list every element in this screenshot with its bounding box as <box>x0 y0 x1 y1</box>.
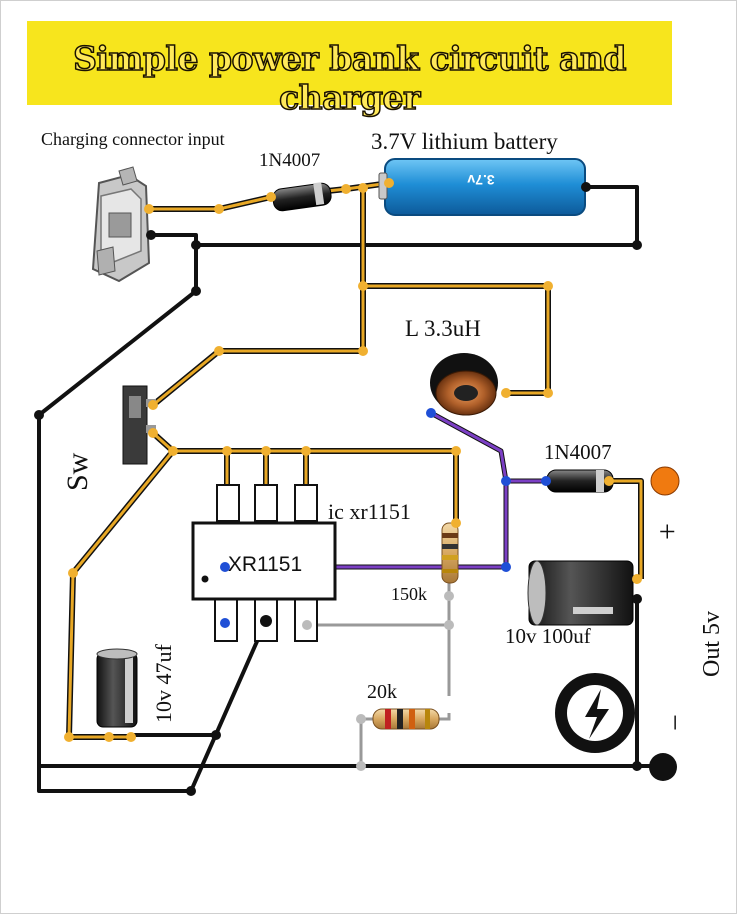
label-inductor: L 3.3uH <box>405 316 481 341</box>
gray-junctions <box>302 591 454 771</box>
battery-print: 3.7v <box>467 172 494 188</box>
diode-1n4007-top <box>272 182 332 212</box>
label-cap-right: 10v 100uf <box>505 624 591 648</box>
usb-connector <box>91 166 151 283</box>
ic-marking: XR1151 <box>228 553 302 576</box>
feedback-wires <box>307 581 451 766</box>
label-switch: Sw <box>61 452 94 491</box>
output-plus-terminal <box>650 466 680 496</box>
label-r20k: 20k <box>367 681 397 703</box>
yellow-junctions <box>64 178 642 742</box>
resistor-150k <box>441 522 459 584</box>
label-ic: ic xr1151 <box>328 499 411 524</box>
capacitor-100uf <box>527 560 634 626</box>
label-r150k: 150k <box>391 584 427 604</box>
label-diode-top: 1N4007 <box>259 150 320 171</box>
title-banner: Simple power bank circuit and charger <box>27 21 672 118</box>
capacitor-47uf <box>96 648 138 728</box>
brand-logo <box>555 673 635 753</box>
ground-wires <box>37 185 661 793</box>
blue-junctions <box>220 408 551 628</box>
output-minus-terminal <box>649 753 677 781</box>
black-junctions <box>34 182 642 796</box>
diagram-title: Simple power bank circuit and charger <box>72 38 627 118</box>
diode-1n4007-right <box>546 469 614 493</box>
label-battery: 3.7V lithium battery <box>371 129 558 154</box>
label-plus: + <box>651 523 684 540</box>
ic-xr1151: XR1151 <box>191 484 337 642</box>
lithium-battery: 3.7v <box>378 158 586 216</box>
label-output: Out 5v <box>699 611 725 677</box>
label-minus: − <box>659 714 692 731</box>
label-diode-right: 1N4007 <box>544 440 612 464</box>
resistor-20k <box>372 708 440 730</box>
inductor-3-3uh <box>430 353 498 416</box>
label-charging-input: Charging connector input <box>41 129 225 149</box>
slide-switch <box>122 385 156 465</box>
label-cap-left: 10v 47uf <box>151 644 176 724</box>
